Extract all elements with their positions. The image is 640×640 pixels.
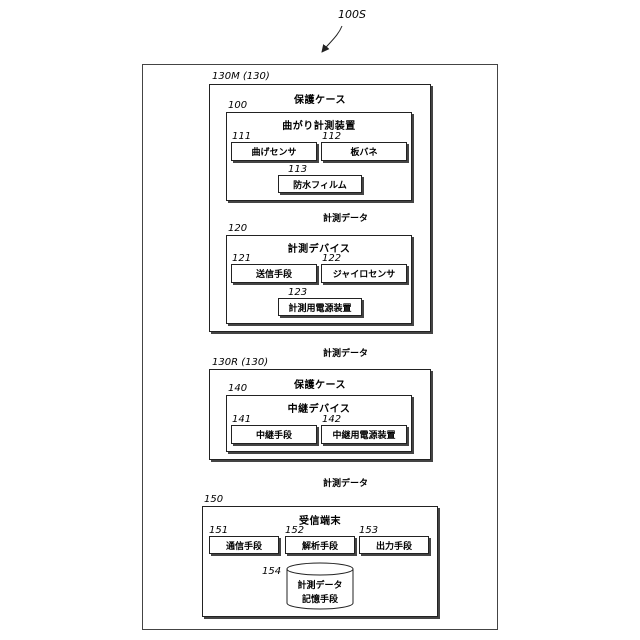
storage-line-2: 記憶手段 xyxy=(287,592,353,605)
storage-line-1: 計測データ xyxy=(287,578,353,591)
